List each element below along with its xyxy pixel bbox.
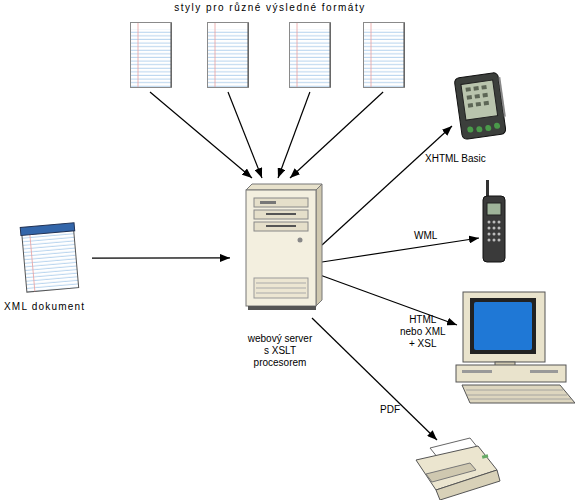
stylesheet-icons — [120, 0, 420, 92]
output-arrows — [312, 126, 479, 440]
web-server: webový server s XSLT procesorem — [230, 178, 330, 373]
stylesheet — [131, 23, 172, 88]
desktop-computer — [456, 292, 575, 403]
group-heading: styly pro různé výsledné formáty — [120, 2, 420, 14]
format-label: XHTML Basic — [425, 153, 505, 165]
pda-device — [454, 72, 508, 140]
stylesheet — [208, 23, 249, 88]
node-label: webový server s XSLT procesorem — [246, 333, 314, 369]
flow-arrow — [92, 257, 230, 258]
stylesheet-group: styly pro různé výsledné formáty — [120, 0, 420, 92]
printer — [416, 438, 500, 500]
node-label: XML dokument — [4, 301, 92, 313]
flow-arrow — [290, 92, 383, 178]
stylesheet — [364, 23, 405, 88]
format-label: WML — [414, 230, 454, 242]
format-label: HTML nebo XML + XSL — [397, 314, 449, 350]
flow-arrow — [278, 92, 310, 178]
flow-arrow — [228, 92, 262, 178]
xml-document: XML dokument — [0, 222, 92, 317]
flow-arrow — [150, 92, 252, 178]
stylesheet — [290, 23, 331, 88]
format-label: PDF — [380, 404, 420, 416]
mobile-phone — [483, 180, 505, 262]
